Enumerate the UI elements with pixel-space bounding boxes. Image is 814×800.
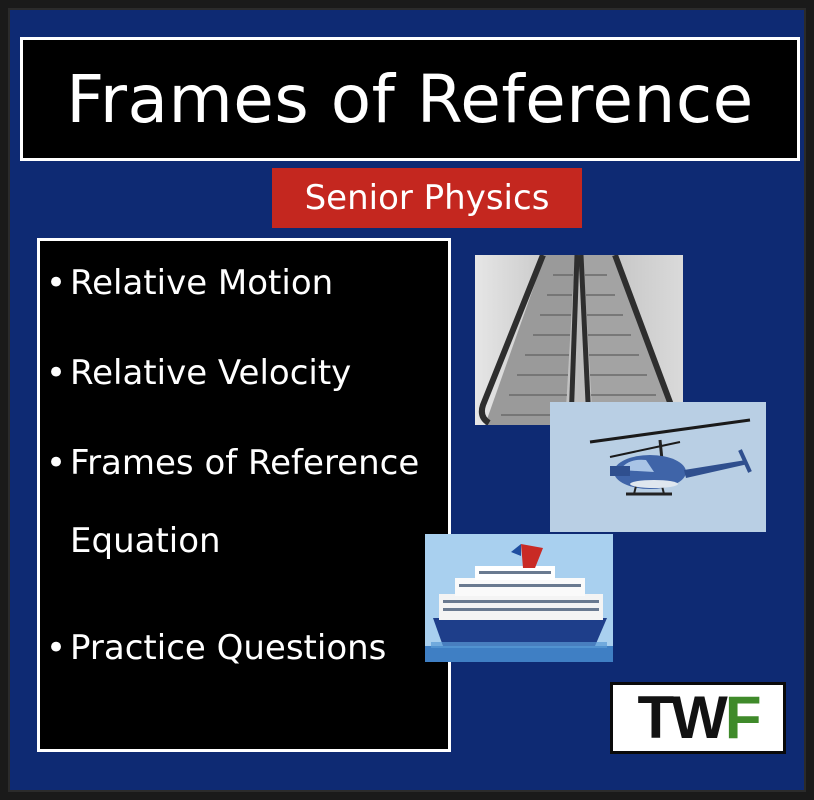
logo-text-f: F xyxy=(724,684,762,751)
list-item: • Practice Questions xyxy=(46,626,448,670)
subtitle-text: Senior Physics xyxy=(304,178,550,218)
helicopter-icon xyxy=(550,402,766,532)
list-item-text: Practice Questions xyxy=(70,628,387,668)
list-item: • Relative Motion xyxy=(46,261,448,305)
bullet-icon: • xyxy=(46,263,67,303)
bullet-icon: • xyxy=(46,443,67,483)
title-box: Frames of Reference xyxy=(20,37,800,161)
bullet-icon: • xyxy=(46,628,67,668)
helicopter-photo xyxy=(550,402,766,532)
list-item-text: Frames of Reference Equation xyxy=(70,443,420,561)
list-item: • Frames of Reference Equation xyxy=(46,441,448,580)
escalator-photo xyxy=(475,255,683,425)
topic-list: • Relative Motion • Relative Velocity • … xyxy=(37,238,451,752)
logo-text-tw: TW xyxy=(637,684,728,751)
list-item-text: Relative Velocity xyxy=(70,353,352,393)
subtitle-badge: Senior Physics xyxy=(272,168,582,228)
list-item: • Relative Velocity xyxy=(46,351,448,395)
cruise-ship-photo xyxy=(425,534,613,662)
cruise-ship-icon xyxy=(425,534,613,662)
escalator-icon xyxy=(475,255,683,425)
list-item-text: Relative Motion xyxy=(70,263,334,303)
bullet-icon: • xyxy=(46,353,67,393)
slide: Frames of Reference Senior Physics • Rel… xyxy=(8,8,806,792)
page-title: Frames of Reference xyxy=(66,60,754,138)
